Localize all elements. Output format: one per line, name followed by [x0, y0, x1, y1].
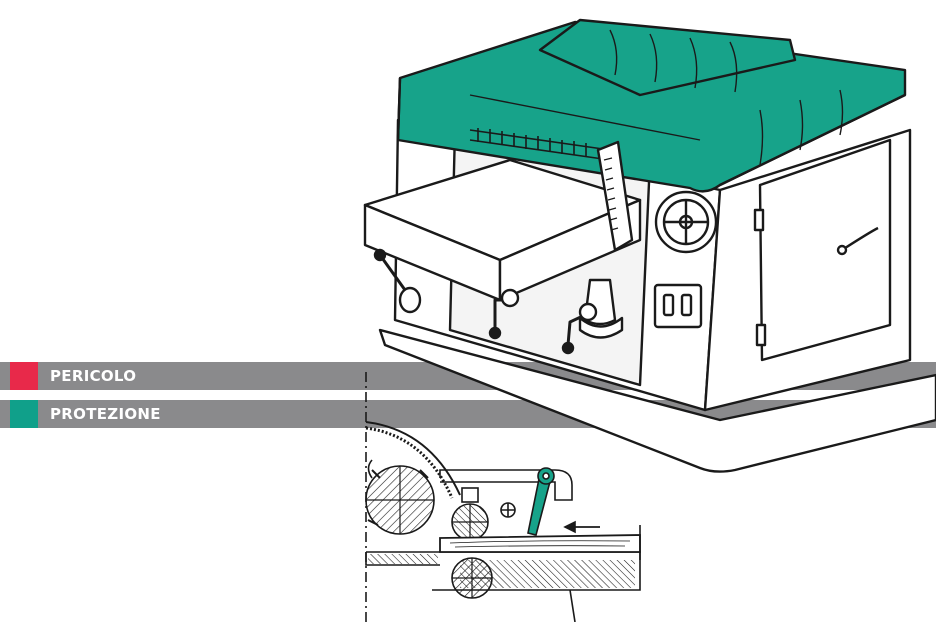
machine-side-door	[758, 138, 892, 362]
machine-base	[378, 328, 936, 473]
danger-color-swatch	[10, 362, 38, 390]
work-table-side	[498, 198, 642, 302]
table-column-base	[578, 316, 624, 339]
cover-ribs	[469, 29, 844, 166]
opening-roller-ribs	[469, 128, 611, 161]
legend-label-protection: PROTEZIONE	[50, 405, 161, 423]
left-lever	[378, 254, 407, 291]
left-lever-knob	[398, 286, 422, 314]
fence-scale	[603, 157, 619, 231]
housing-block	[461, 487, 479, 503]
door-handle	[841, 226, 879, 252]
door-hinge-top	[753, 208, 765, 232]
pressure-housing	[439, 469, 573, 501]
anti-kickback-finger	[527, 467, 555, 536]
protection-color-swatch	[10, 400, 38, 428]
switch-2	[680, 293, 693, 317]
door-hinge-bottom	[755, 323, 767, 347]
top-cover-ridge	[538, 18, 797, 97]
right-lever	[566, 313, 586, 346]
workpiece-board	[439, 534, 641, 553]
switch-1	[662, 293, 675, 317]
legend-label-danger: PERICOLO	[50, 367, 137, 385]
door-handle-knob	[836, 244, 848, 256]
